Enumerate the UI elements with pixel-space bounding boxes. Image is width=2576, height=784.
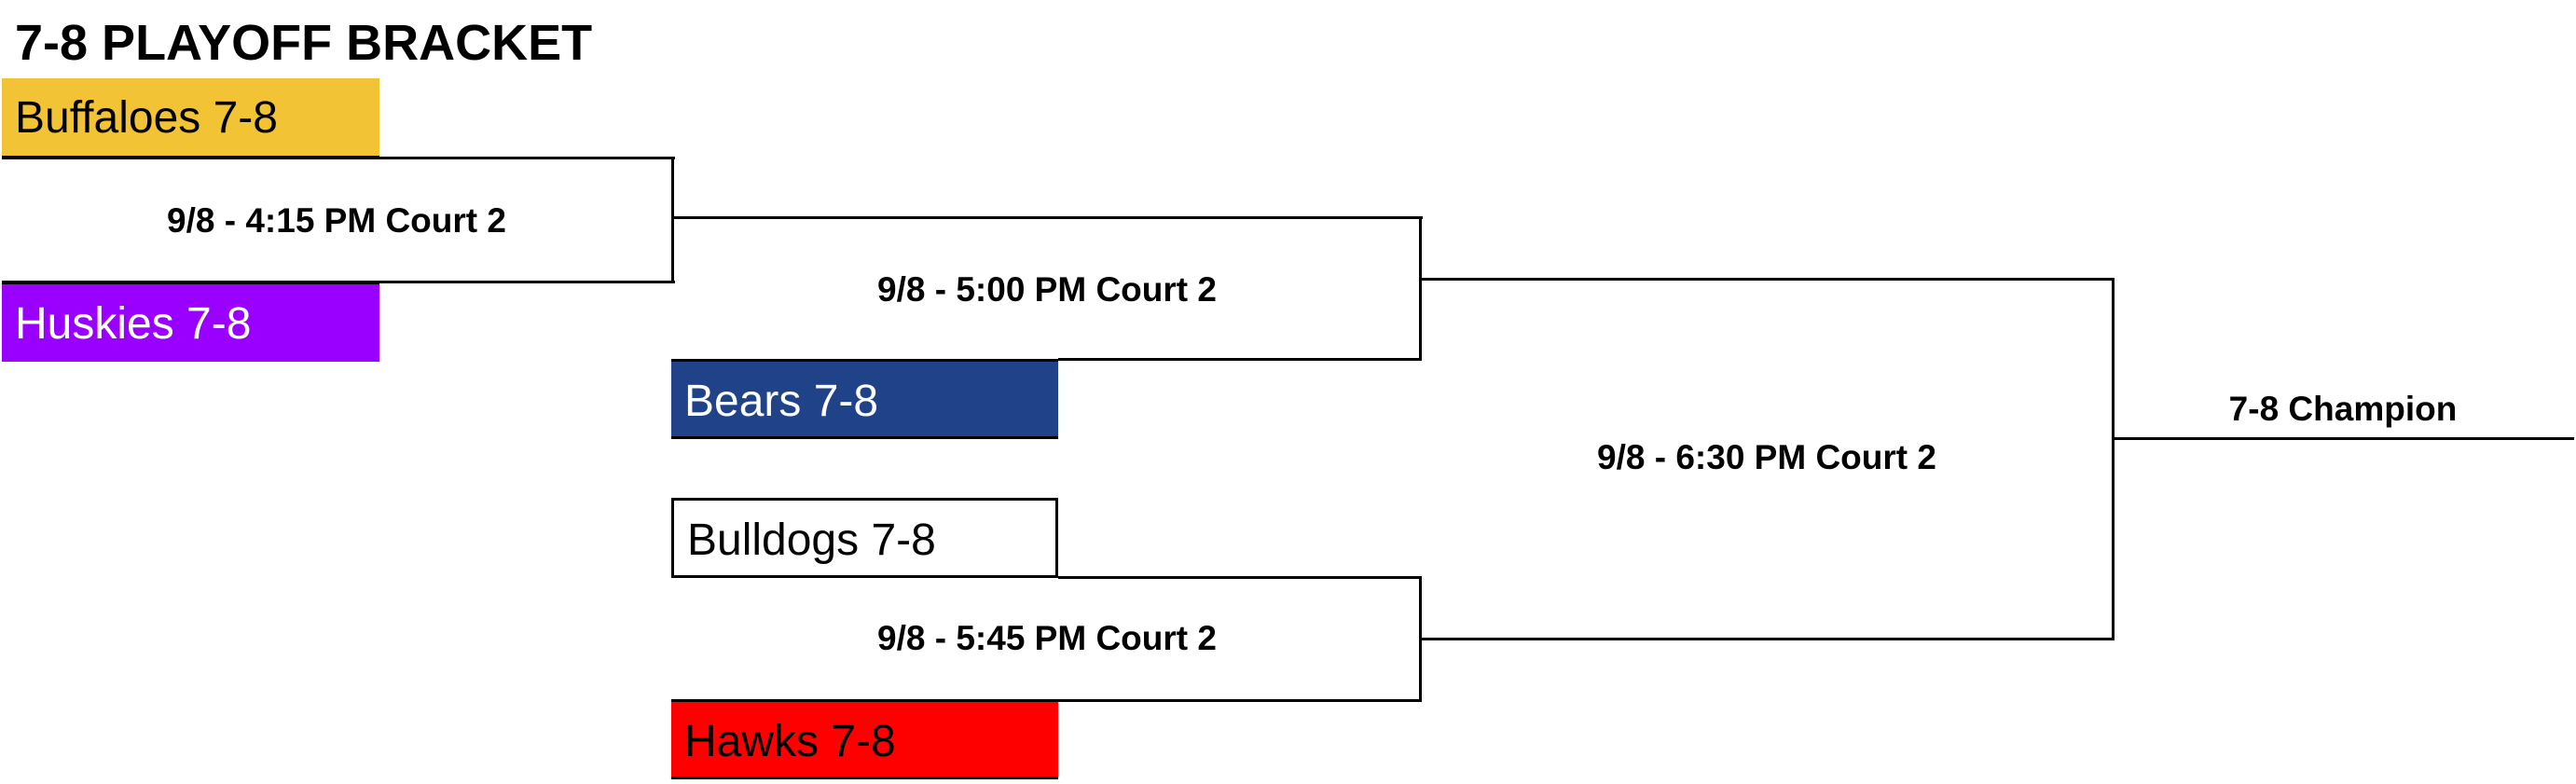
champion-line bbox=[2112, 437, 2574, 440]
team-slot-bulldogs: Bulldogs 7-8 bbox=[671, 498, 1058, 578]
game-label: 9/8 - 6:30 PM Court 2 bbox=[1597, 438, 1936, 476]
team-slot-bears: Bears 7-8 bbox=[671, 359, 1058, 439]
bracket-line bbox=[671, 157, 674, 283]
team-slot-hawks: Hawks 7-8 bbox=[671, 699, 1058, 779]
bracket-line bbox=[2, 281, 675, 283]
bracket-line bbox=[2112, 278, 2115, 640]
game-label: 9/8 - 5:00 PM Court 2 bbox=[877, 270, 1217, 309]
bracket-title: 7-8 PLAYOFF BRACKET bbox=[15, 15, 593, 71]
bracket-line bbox=[1419, 278, 2115, 281]
team-slot-buffaloes: Buffaloes 7-8 bbox=[2, 78, 379, 158]
game-label: 9/8 - 5:45 PM Court 2 bbox=[877, 619, 1217, 657]
bracket-line bbox=[1058, 576, 1422, 579]
bracket-line bbox=[671, 216, 1423, 219]
champion-label: 7-8 Champion bbox=[2228, 390, 2458, 428]
game-label: 9/8 - 4:15 PM Court 2 bbox=[167, 201, 506, 240]
bracket-line bbox=[1058, 699, 1422, 702]
team-slot-huskies: Huskies 7-8 bbox=[2, 282, 379, 362]
bracket-line bbox=[2, 157, 675, 159]
bracket-line bbox=[1419, 638, 2115, 640]
bracket-line bbox=[1419, 216, 1422, 361]
bracket-line bbox=[1058, 358, 1422, 361]
